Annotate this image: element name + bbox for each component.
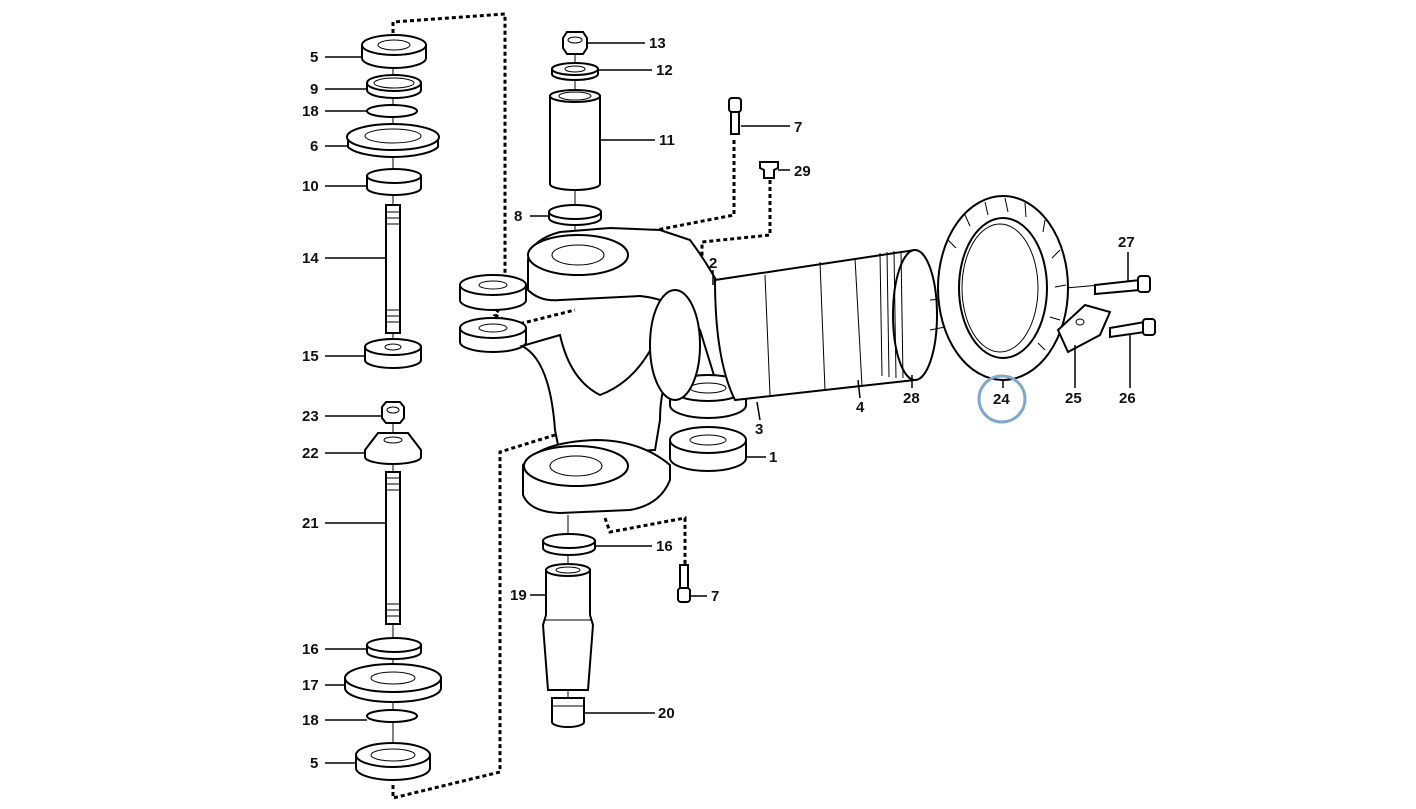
- label-14: 14: [302, 250, 319, 267]
- label-24: 24: [993, 391, 1010, 408]
- part-7-bolt-bottom: [677, 564, 691, 603]
- label-13: 13: [649, 35, 666, 52]
- part-13-nut: [562, 31, 588, 55]
- dashed-guide-bottom-bolt: [603, 516, 687, 565]
- highlight-circle-24: [977, 374, 1027, 424]
- label-27: 27: [1118, 234, 1135, 251]
- label-2: 2: [709, 255, 717, 272]
- part-29-plug: [759, 161, 779, 179]
- part-5-seal-top: [361, 34, 427, 69]
- part-23-nut: [381, 401, 405, 424]
- part-knuckle-body: [459, 226, 747, 515]
- dashed-guide-bottom-left: [391, 433, 556, 800]
- label-8: 8: [514, 208, 522, 225]
- part-16-ring-left: [366, 637, 422, 660]
- part-19-pin: [541, 563, 595, 691]
- part-18-oring-bottom: [366, 709, 418, 723]
- part-16-ring-center: [542, 533, 596, 556]
- label-23: 23: [302, 408, 319, 425]
- label-5-top: 5: [310, 49, 318, 66]
- part-6-flange: [346, 123, 440, 158]
- part-4-spindle: [713, 248, 916, 402]
- label-3: 3: [755, 421, 763, 438]
- part-28-thread-collar: [879, 249, 938, 381]
- label-11: 11: [659, 132, 675, 149]
- part-9-ring: [366, 74, 422, 99]
- label-26: 26: [1119, 390, 1136, 407]
- label-10: 10: [302, 178, 319, 195]
- label-12: 12: [656, 62, 673, 79]
- label-22: 22: [302, 445, 319, 462]
- dashed-guide-bolt-7: [614, 140, 736, 240]
- part-15-bearing: [364, 338, 422, 369]
- part-12-washer: [551, 62, 599, 81]
- label-15: 15: [302, 348, 319, 365]
- label-16-left: 16: [302, 641, 319, 658]
- label-17: 17: [302, 677, 319, 694]
- label-20: 20: [658, 705, 675, 722]
- label-18-top: 18: [302, 103, 319, 120]
- label-19: 19: [510, 587, 527, 604]
- part-7-bolt-top: [728, 97, 742, 135]
- part-21-rod: [385, 471, 401, 625]
- label-29: 29: [794, 163, 811, 180]
- part-24-tone-ring: [937, 195, 1069, 381]
- part-25-sensor-bracket: [1056, 303, 1112, 354]
- label-9: 9: [310, 81, 318, 98]
- part-27-bolt: [1094, 275, 1151, 296]
- label-21: 21: [302, 515, 319, 532]
- part-17-flange: [344, 663, 442, 703]
- label-7-top: 7: [794, 119, 802, 136]
- part-22-cap: [364, 432, 422, 465]
- label-18-bottom: 18: [302, 712, 319, 729]
- part-10-bushing: [366, 168, 422, 196]
- part-26-bolt: [1109, 318, 1156, 339]
- part-20-pin-end: [551, 697, 585, 728]
- part-5-seal-bottom: [355, 742, 431, 781]
- label-16-center: 16: [656, 538, 673, 555]
- part-14-kingpin-rod: [385, 204, 401, 334]
- label-28: 28: [903, 390, 920, 407]
- label-25: 25: [1065, 390, 1082, 407]
- label-7-bottom: 7: [711, 588, 719, 605]
- label-6: 6: [310, 138, 318, 155]
- label-4: 4: [856, 399, 865, 416]
- label-5-bottom: 5: [310, 755, 318, 772]
- part-11-sleeve: [549, 89, 601, 191]
- leader-lines: [325, 42, 1131, 764]
- part-18-oring-top: [366, 104, 418, 118]
- part-8-ring: [548, 204, 602, 226]
- part-labels: 5 9 18 6 10 14 15 23 22 21 16 17 18 5 13…: [302, 35, 1136, 772]
- label-1: 1: [769, 449, 777, 466]
